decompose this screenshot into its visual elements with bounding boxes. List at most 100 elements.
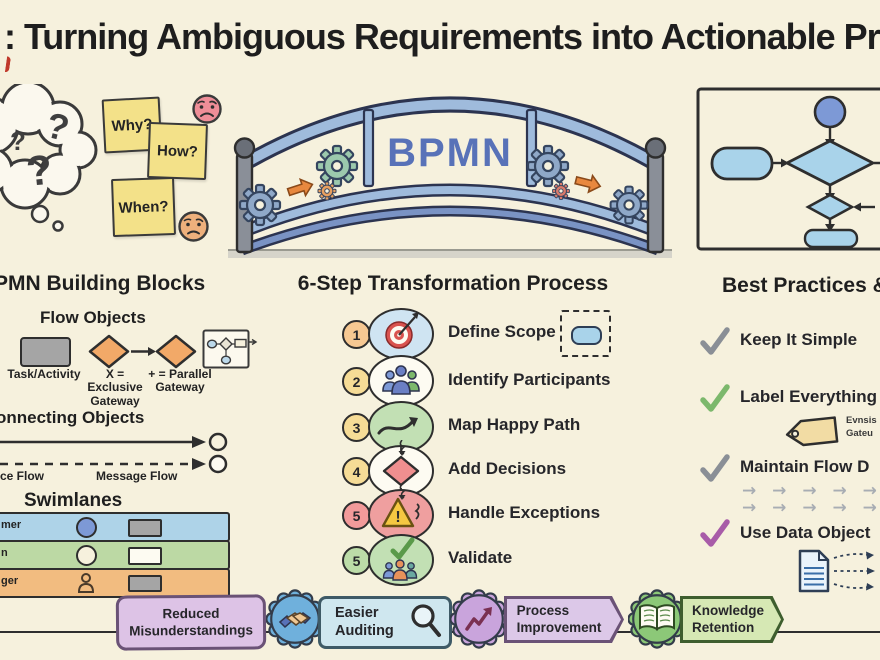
exclusive-gateway-label-line1: X = Exclusive: [87, 367, 143, 395]
bridge-bpmn-label: BPMN: [387, 131, 513, 175]
swimlane-system: n: [0, 540, 230, 570]
scope-pill-shape: [571, 326, 602, 345]
sticky-note-how: How?: [147, 121, 208, 181]
parallel-gateway-label-line2: Gateway: [155, 380, 205, 395]
building-blocks-heading: PMN Building Blocks: [0, 272, 206, 295]
question-mark-icon: ?: [10, 126, 26, 156]
start-event-node: [813, 95, 847, 129]
exclusive-gateway-label-line2: Gateway: [90, 393, 140, 408]
step-label: Handle Exceptions: [448, 503, 601, 522]
handshake-badge-icon: [266, 589, 324, 649]
best-practice-item: Use Data Object: [740, 523, 871, 542]
tag-note-line2: Gateu: [846, 427, 873, 439]
arrow-right-icon: [286, 173, 602, 198]
connector-arrow: [398, 440, 406, 456]
ground-shading: [228, 250, 672, 258]
connecting-objects-heading: onnecting Objects: [0, 408, 145, 427]
best-practice-item: Keep It Simple: [740, 330, 858, 349]
benefit-badge-process-improvement: Process Improvement: [504, 596, 624, 643]
parallel-gateway-shape: [155, 334, 197, 369]
benefit-label-line1: Reduced: [162, 605, 220, 622]
decision-diamond-node: [783, 139, 877, 187]
process-heading: 6-Step Transformation Process: [297, 272, 609, 295]
swimlane-label: n: [1, 547, 8, 559]
svg-text:!: !: [395, 509, 400, 526]
step-label: Map Happy Path: [448, 415, 581, 434]
red-pencil-mark: [0, 55, 12, 73]
gear-icon: [552, 182, 570, 200]
check-icon: [700, 327, 730, 355]
flow-direction-arrows: → → → → →: [742, 481, 879, 501]
gear-icon: [526, 144, 570, 188]
best-practice-item: Label Everything: [740, 387, 877, 406]
benefit-label-line2: Retention: [691, 619, 755, 635]
benefit-label-line1: Knowledge: [691, 603, 764, 619]
person-icon: [77, 573, 95, 593]
connector-arrow: [398, 484, 406, 500]
flow-objects-heading: Flow Objects: [40, 308, 146, 327]
tag-note-line1: Evnsis: [846, 415, 877, 426]
magnifier-icon: [411, 604, 441, 637]
circle-event-icon: [76, 517, 97, 538]
task-rect-icon: [128, 575, 162, 592]
check-icon: [700, 384, 730, 412]
sad-face-icon: [192, 94, 222, 124]
parallel-gateway-label-line1: + = Parallel: [148, 367, 212, 381]
swimlane-manager: ger: [0, 568, 230, 598]
benefit-badge-easier-auditing: Easier Auditing: [318, 596, 452, 649]
sticky-note-text: How?: [156, 141, 199, 161]
swimlane-label: mer: [1, 519, 22, 531]
exclusive-gateway-shape: [88, 334, 130, 369]
task-label: Task/Activity: [7, 367, 81, 381]
target-icon: [368, 308, 434, 360]
check-icon: [700, 454, 730, 482]
step-label: Add Decisions: [448, 459, 567, 478]
step-label: Define Scope: [448, 322, 556, 341]
benefit-label-line1: Easier: [335, 605, 379, 621]
tag-icon: [785, 416, 839, 447]
sequence-flow-label: ce Flow: [0, 469, 45, 483]
step-number: 2: [342, 367, 371, 396]
page-title: : Turning Ambiguous Requirements into Ac…: [4, 16, 880, 57]
dashed-arrows-icon: [833, 551, 875, 591]
task-rect-icon: [128, 547, 162, 565]
bpmn-bridge-illustration: BPMN: [228, 96, 672, 258]
step-number: 3: [342, 413, 371, 442]
mini-process-diagram: [202, 329, 258, 369]
swimlane-customer: mer: [0, 512, 230, 542]
benefit-badge-knowledge-retention: Knowledge Retention: [680, 596, 784, 643]
parallel-gateway-label: + = Parallel Gateway: [148, 367, 212, 395]
swimlanes-heading: Swimlanes: [24, 490, 123, 511]
sequence-flow-arrow: [0, 432, 228, 452]
benefit-label-line2: Misunderstandings: [129, 621, 254, 639]
gear-icon: [317, 181, 337, 201]
benefit-label-line2: Auditing: [335, 622, 394, 639]
gear-icon: [238, 183, 282, 227]
flowchart-illustration: [696, 87, 880, 251]
exclusive-gateway-label: X = Exclusive Gateway: [78, 367, 152, 408]
step-label: Validate: [448, 548, 513, 567]
small-diamond-node: [805, 193, 855, 221]
flow-direction-arrows: → → → → →: [742, 498, 879, 518]
validate-check-icon: [368, 534, 434, 586]
tag-note-text: Evnsis Gateu: [846, 415, 877, 441]
benefit-label-line1: Process: [516, 603, 570, 619]
curve-arrow-icon: [368, 401, 434, 453]
benefit-badge-reduced-misunderstandings: Reduced Misunderstandings: [115, 594, 267, 651]
book-badge-icon: [628, 589, 686, 649]
swimlane-label: ger: [1, 575, 19, 587]
warning-triangle-icon: !: [368, 489, 434, 541]
task-rect-icon: [128, 519, 162, 537]
trend-arrow-badge-icon: [450, 589, 508, 649]
task-node: [710, 146, 774, 181]
sticky-note-when: When?: [111, 176, 176, 238]
step-number: 5: [342, 501, 371, 530]
task-shape: [20, 337, 71, 367]
message-flow-arrow: [0, 454, 228, 474]
benefit-label-line2: Improvement: [516, 619, 602, 635]
step-label: Identify Participants: [448, 370, 611, 389]
question-mark-icon: ?: [24, 146, 54, 195]
end-node: [803, 228, 859, 249]
worried-face-icon: [178, 211, 209, 242]
